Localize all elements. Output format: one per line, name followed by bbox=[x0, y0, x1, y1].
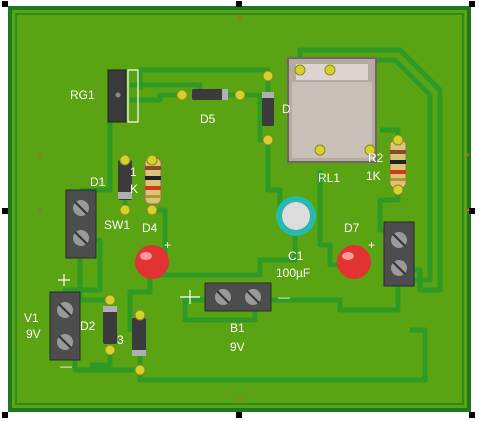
label-d4-plus: + bbox=[164, 238, 171, 252]
label-v1: V1 bbox=[24, 311, 39, 325]
diode-d1[interactable] bbox=[118, 160, 132, 200]
board-inner-border bbox=[15, 13, 464, 405]
label-b1: B1 bbox=[230, 321, 245, 335]
label-sw1: SW1 bbox=[104, 218, 130, 232]
label-v1-minus: — bbox=[60, 359, 72, 373]
diode-d2[interactable] bbox=[103, 306, 117, 344]
resistor-r2[interactable] bbox=[389, 139, 407, 189]
terminal-d7[interactable] bbox=[383, 221, 415, 287]
solder-pads bbox=[104, 64, 404, 376]
label-rg1: RG1 bbox=[70, 88, 95, 102]
label-rl1: RL1 bbox=[318, 171, 340, 185]
label-b1-minus: — bbox=[278, 290, 290, 304]
label-d1: D1 bbox=[90, 175, 106, 189]
label-r1-value: K bbox=[130, 182, 138, 196]
label-d4: D4 bbox=[142, 221, 158, 235]
resistor-r1[interactable] bbox=[144, 157, 162, 205]
diode-d5[interactable] bbox=[192, 89, 228, 100]
terminal-b1[interactable] bbox=[204, 282, 272, 312]
label-c1: C1 bbox=[288, 249, 304, 263]
label-r1-partial: 1 bbox=[130, 165, 137, 179]
regulator-rg1[interactable] bbox=[107, 69, 139, 123]
diode-d6[interactable] bbox=[262, 92, 274, 126]
terminal-sw1[interactable] bbox=[65, 189, 97, 259]
label-d-partial: D bbox=[282, 102, 291, 116]
label-r2-value: 1K bbox=[366, 169, 381, 183]
relay-rl1[interactable] bbox=[287, 57, 377, 163]
diode-d3[interactable] bbox=[132, 318, 146, 356]
label-b1-value: 9V bbox=[230, 340, 245, 354]
label-v1-value: 9V bbox=[26, 327, 41, 341]
silkscreen-marks bbox=[58, 274, 200, 304]
led-d4[interactable] bbox=[135, 245, 169, 279]
label-d5: D5 bbox=[200, 112, 216, 126]
grid-markers bbox=[38, 16, 470, 402]
label-d3: 3 bbox=[117, 333, 124, 347]
capacitor-c1[interactable] bbox=[276, 196, 316, 236]
label-d2: D2 bbox=[80, 319, 96, 333]
label-c1-value: 100µF bbox=[276, 266, 310, 280]
label-d7: D7 bbox=[344, 221, 360, 235]
selection-handles[interactable] bbox=[2, 1, 475, 418]
label-d7-plus: + bbox=[368, 238, 375, 252]
terminal-v1[interactable] bbox=[49, 291, 81, 361]
led-d7[interactable] bbox=[337, 245, 371, 279]
label-r2: R2 bbox=[368, 151, 384, 165]
